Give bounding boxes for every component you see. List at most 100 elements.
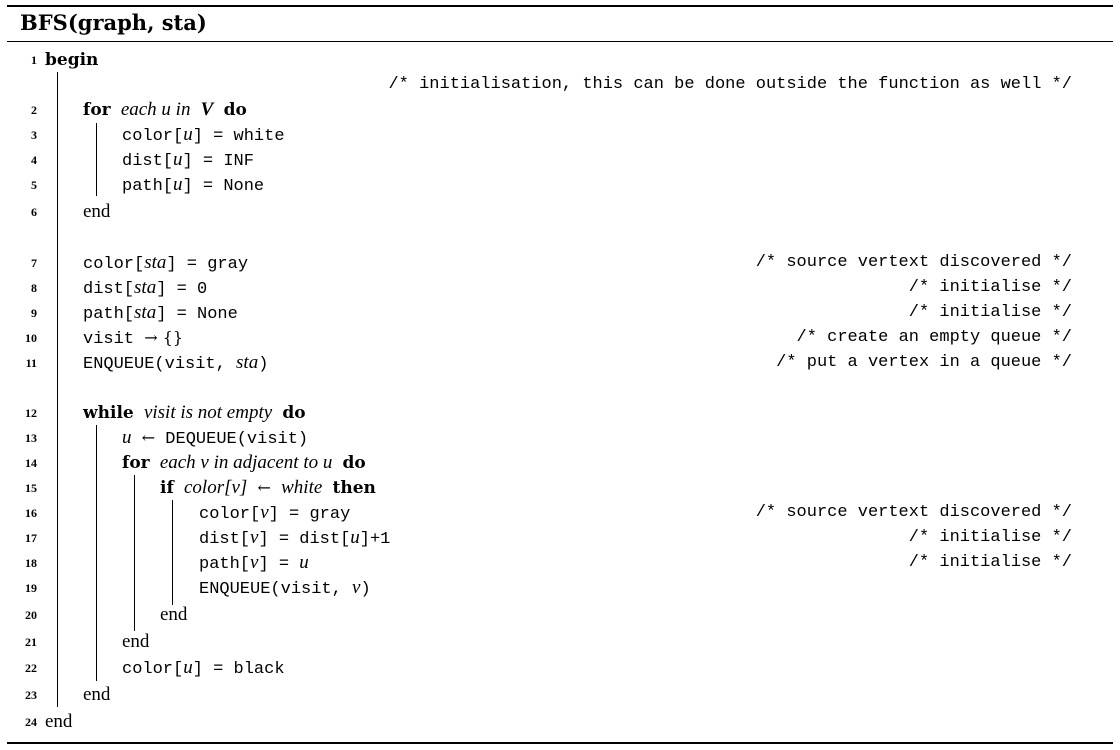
code-statement: while visit is not empty do [83, 401, 306, 427]
code-statement: dist[v] = dist[u]+1 [199, 526, 390, 552]
keyword: then [332, 478, 376, 498]
code-token: ] = INF [182, 152, 254, 171]
keyword: for [83, 100, 111, 120]
line-number: 7 [31, 256, 37, 270]
line-number: 12 [25, 406, 37, 420]
algorithm-title: BFS(graph, sta) [20, 10, 207, 35]
code-statement: for each u in V do [83, 98, 247, 124]
keyword: for [122, 453, 150, 473]
code-token: ]+1 [359, 530, 391, 549]
line-number: 13 [25, 431, 37, 445]
scope-bar-if [172, 500, 173, 605]
line-number: 21 [25, 635, 37, 649]
code-token: u [299, 552, 309, 573]
code-token: ] = gray [268, 505, 351, 524]
line-number: 4 [31, 153, 37, 167]
code-token: u [173, 174, 183, 195]
code-token [111, 102, 121, 121]
keyword: do [342, 453, 366, 473]
code-comment: /* source vertext discovered */ [755, 253, 1072, 272]
code-statement: end [45, 710, 72, 736]
line-number: 19 [25, 581, 37, 595]
code-token: color[ [83, 255, 145, 274]
code-token: v [250, 527, 259, 548]
scope-bar-while [96, 425, 97, 681]
code-statement: path[sta] = None [83, 301, 238, 327]
code-token: ) [360, 580, 371, 599]
code-token: ] = gray [166, 255, 249, 274]
bottom-rule [7, 742, 1113, 744]
code-statement: begin [45, 48, 98, 74]
code-statement: ENQUEUE(visit, v) [199, 576, 371, 602]
code-statement: visit → {} [83, 326, 183, 352]
code-token: u [183, 124, 193, 145]
keyword: end [122, 631, 150, 652]
code-comment: /* initialise */ [908, 303, 1072, 322]
code-statement: dist[u] = INF [122, 148, 254, 174]
code-token: ENQUEUE(visit, [83, 355, 237, 374]
scope-bar-for-each-v [134, 475, 135, 631]
code-statement: dist[sta] = 0 [83, 276, 207, 302]
line-number: 9 [31, 306, 37, 320]
code-token: ← [141, 428, 156, 447]
code-token: sta [144, 252, 167, 273]
code-token [132, 430, 142, 449]
line-number: 2 [31, 103, 37, 117]
code-statement: ENQUEUE(visit, sta) [83, 351, 268, 377]
code-comment: /* put a vertex in a queue */ [776, 353, 1072, 372]
line-number: 17 [25, 531, 37, 545]
code-token: ] = 0 [156, 280, 208, 299]
code-comment: /* initialise */ [908, 278, 1072, 297]
code-token: ) [258, 355, 269, 374]
line-number: 14 [25, 456, 37, 470]
code-token: ] = [258, 555, 300, 574]
line-number: 22 [25, 661, 37, 675]
code-token: color[ [122, 660, 184, 679]
code-token: u [350, 527, 360, 548]
code-token: path[ [199, 555, 251, 574]
code-token [150, 455, 160, 474]
code-token [174, 480, 184, 499]
code-token: ] = white [192, 127, 285, 146]
code-statement: end [122, 630, 149, 656]
code-token: color[ [122, 127, 184, 146]
line-number: 1 [31, 53, 37, 67]
code-token: DEQUEUE(visit) [155, 430, 309, 449]
code-statement: u ← DEQUEUE(visit) [122, 426, 308, 452]
code-statement: end [83, 200, 110, 226]
code-token [322, 480, 332, 499]
code-token: v [260, 502, 269, 523]
code-token: sta [134, 277, 157, 298]
code-statement: color[u] = black [122, 656, 285, 682]
scope-bar-for-each-u [96, 123, 97, 196]
keyword: while [83, 403, 134, 423]
keyword: begin [45, 50, 99, 70]
line-number: 15 [25, 481, 37, 495]
code-statement: color[sta] = gray [83, 251, 248, 277]
code-token: color[ [199, 505, 261, 524]
line-number: 23 [25, 688, 37, 702]
code-token: u [183, 657, 193, 678]
line-number: 18 [25, 556, 37, 570]
code-statement: color[u] = white [122, 123, 285, 149]
keyword: do [282, 403, 306, 423]
keyword: if [160, 478, 174, 498]
code-token: color[v] [183, 477, 248, 498]
code-token: each v in adjacent to u [159, 452, 333, 473]
code-statement: if color[v] ← white then [160, 476, 376, 502]
keyword: end [160, 604, 188, 625]
code-token: path[ [122, 177, 174, 196]
line-number: 20 [25, 608, 37, 622]
code-token [134, 405, 144, 424]
code-token [272, 405, 282, 424]
code-statement: color[v] = gray [199, 501, 350, 527]
code-token [247, 480, 257, 499]
code-statement: end [83, 683, 110, 709]
code-token: ] = dist[ [258, 530, 351, 549]
code-token: → {} [144, 328, 184, 347]
code-comment: /* source vertext discovered */ [755, 503, 1072, 522]
line-number: 6 [31, 205, 37, 219]
code-token: ] = black [192, 660, 285, 679]
code-token: dist[ [83, 280, 135, 299]
